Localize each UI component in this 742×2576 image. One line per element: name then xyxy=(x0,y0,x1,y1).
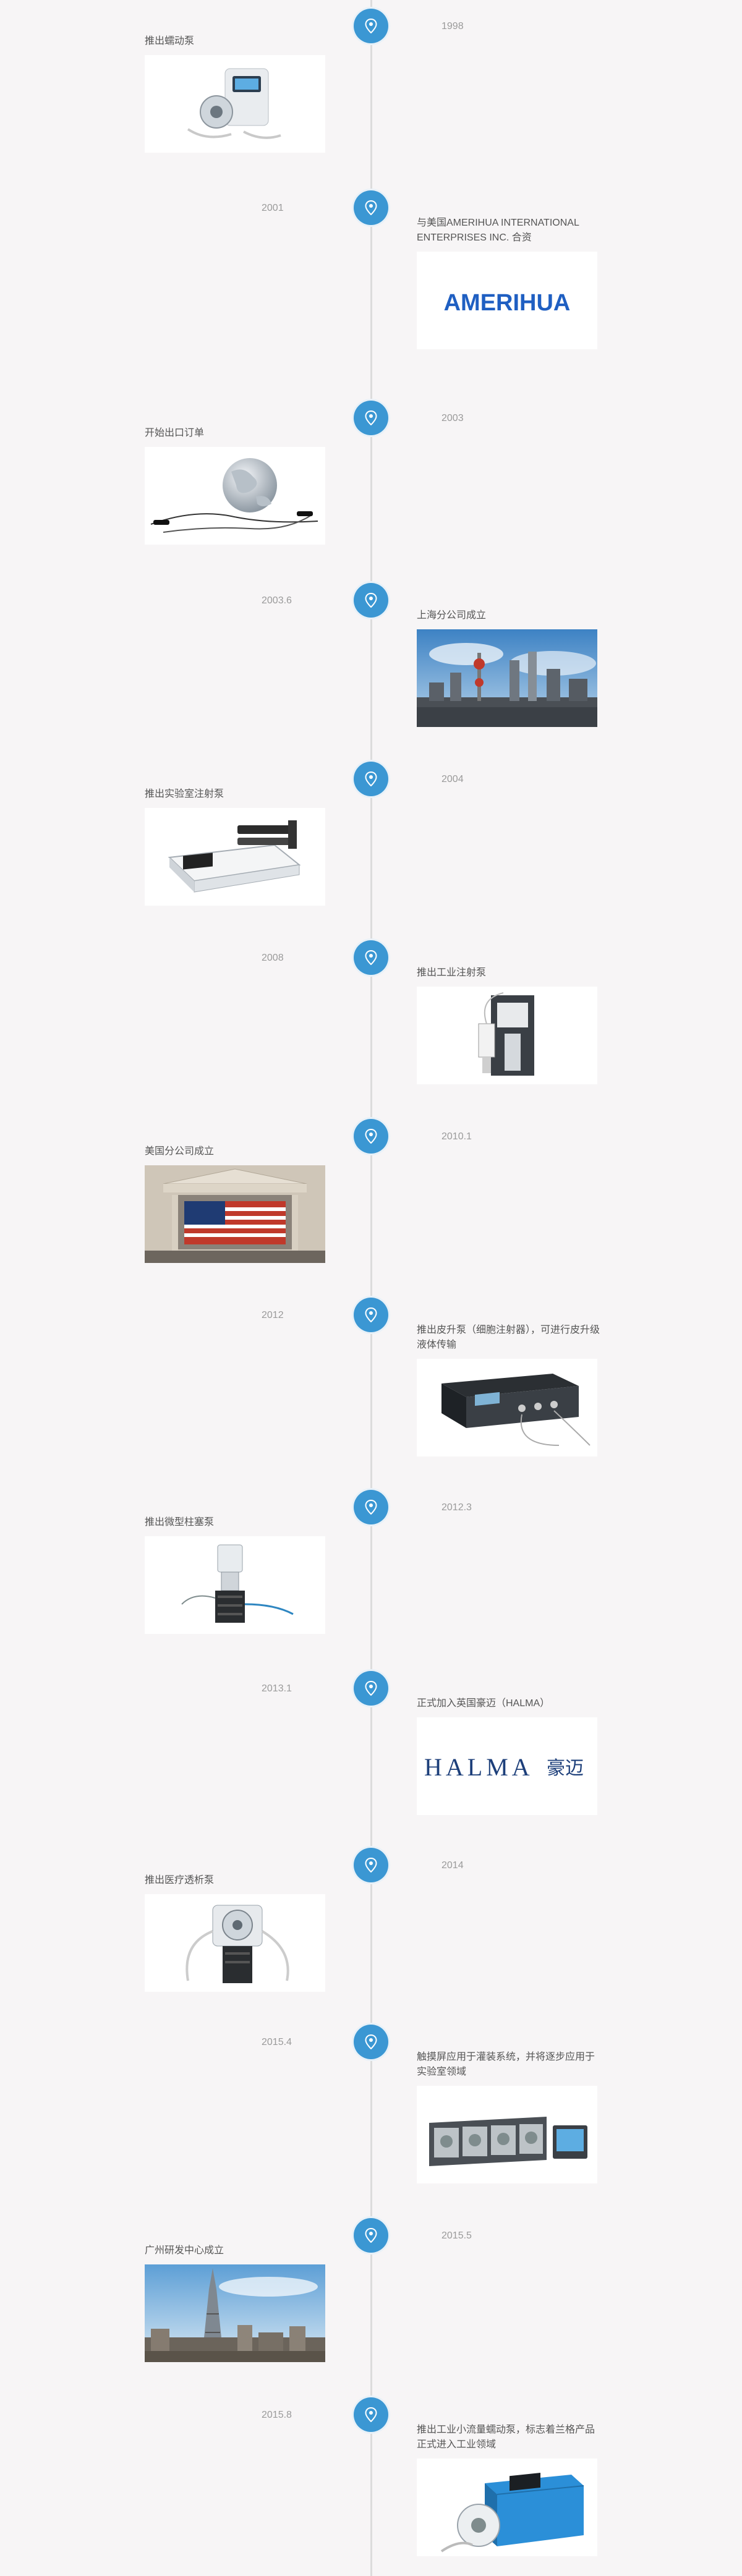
timeline-marker xyxy=(354,190,388,225)
event-year: 2004 xyxy=(441,774,464,784)
lab-syringe-pump-illustration xyxy=(145,808,325,906)
globe-illustration xyxy=(145,447,325,545)
event-description: 推出皮升泵（细胞注射器），可进行皮升级液体传输 xyxy=(417,1325,600,1350)
event-description: 正式加入英国豪迈（HALMA） xyxy=(417,1698,550,1709)
event-year: 2015.8 xyxy=(262,2410,292,2420)
event-image-dialysis-pump xyxy=(145,1894,325,1992)
timeline-marker xyxy=(354,2397,388,2432)
event-description: 广州研发中心成立 xyxy=(145,2245,224,2256)
location-pin-icon xyxy=(365,950,377,965)
event-description: 推出实验室注射泵 xyxy=(145,789,224,799)
industrial-peristaltic-pump-illustration xyxy=(417,2459,597,2556)
event-year: 2012.3 xyxy=(441,1502,472,1513)
location-pin-icon xyxy=(365,410,377,425)
peristaltic-pump-illustration xyxy=(145,55,325,153)
event-image-picoliter-pump xyxy=(417,1359,597,1456)
event-year: 2008 xyxy=(262,953,284,963)
event-image-industrial-syringe-pump xyxy=(417,987,597,1084)
amerihua-logo-image: AMERIHUA xyxy=(417,252,597,349)
location-pin-icon xyxy=(365,1858,377,1872)
timeline-marker xyxy=(354,1671,388,1706)
event-year: 2003 xyxy=(441,413,464,423)
event-description: 上海分公司成立 xyxy=(417,610,487,621)
event-image-globe xyxy=(145,447,325,545)
micro-plunger-pump-illustration xyxy=(145,1536,325,1634)
location-pin-icon xyxy=(365,200,377,215)
guangzhou-skyline-illustration xyxy=(145,2264,325,2362)
shanghai-skyline-illustration xyxy=(417,629,597,727)
timeline-marker xyxy=(354,583,388,618)
event-image-peristaltic-pump xyxy=(145,55,325,153)
nyse-building-illustration xyxy=(145,1165,325,1263)
event-image-shanghai-skyline xyxy=(417,629,597,727)
timeline-marker xyxy=(354,2025,388,2059)
event-image-filling-system xyxy=(417,2086,597,2183)
timeline-marker xyxy=(354,1119,388,1154)
event-year: 2003.6 xyxy=(262,595,292,606)
event-year: 2013.1 xyxy=(262,1683,292,1694)
event-description: 与美国AMERIHUA INTERNATIONAL ENTERPRISES IN… xyxy=(417,218,579,243)
event-year: 2015.5 xyxy=(441,2230,472,2241)
event-year: 2012 xyxy=(262,1310,284,1320)
location-pin-icon xyxy=(365,2407,377,2422)
event-description: 开始出口订单 xyxy=(145,428,205,438)
event-description: 推出工业注射泵 xyxy=(417,967,487,978)
event-image-halma-logo: HALMA 豪迈 xyxy=(417,1717,597,1815)
event-description: 推出蠕动泵 xyxy=(145,36,195,46)
halma-logo-image: HALMA 豪迈 xyxy=(417,1717,597,1815)
location-pin-icon xyxy=(365,1129,377,1144)
event-description: 推出医疗透析泵 xyxy=(145,1875,215,1885)
event-image-lab-syringe-pump xyxy=(145,808,325,906)
event-image-amerihua-logo: AMERIHUA xyxy=(417,252,597,349)
event-description: 推出工业小流量蠕动泵，标志着兰格产品正式进入工业领域 xyxy=(417,2425,595,2450)
location-pin-icon xyxy=(365,593,377,608)
filling-system-illustration xyxy=(417,2086,597,2183)
timeline-marker xyxy=(354,1298,388,1332)
event-year: 2015.4 xyxy=(262,2037,292,2047)
timeline-marker xyxy=(354,9,388,43)
location-pin-icon xyxy=(365,19,377,33)
event-year: 2014 xyxy=(441,1860,464,1871)
industrial-syringe-pump-illustration xyxy=(417,987,597,1084)
event-image-guangzhou-skyline xyxy=(145,2264,325,2362)
halma-logo-text-cn: 豪迈 xyxy=(547,1758,584,1779)
location-pin-icon xyxy=(365,2034,377,2049)
timeline-marker xyxy=(354,401,388,435)
timeline-line xyxy=(370,0,372,2576)
event-description: 触摸屏应用于灌装系统，并将逐步应用于实验室领域 xyxy=(417,2052,595,2077)
location-pin-icon xyxy=(365,772,377,786)
event-year: 2001 xyxy=(262,203,284,213)
timeline-marker xyxy=(354,1848,388,1882)
event-description: 推出微型柱塞泵 xyxy=(145,1517,215,1528)
event-year: 2010.1 xyxy=(441,1131,472,1142)
event-year: 1998 xyxy=(441,21,464,32)
event-image-nyse-building xyxy=(145,1165,325,1263)
location-pin-icon xyxy=(365,1681,377,1696)
timeline-marker xyxy=(354,1490,388,1524)
timeline-marker xyxy=(354,940,388,975)
event-description: 美国分公司成立 xyxy=(145,1146,215,1157)
dialysis-pump-illustration xyxy=(145,1894,325,1992)
event-image-industrial-peristaltic-pump xyxy=(417,2459,597,2556)
picoliter-pump-illustration xyxy=(417,1359,597,1456)
location-pin-icon xyxy=(365,1307,377,1322)
amerihua-logo-text: AMERIHUA xyxy=(444,290,571,316)
event-image-micro-plunger-pump xyxy=(145,1536,325,1634)
location-pin-icon xyxy=(365,1500,377,1515)
location-pin-icon xyxy=(365,2228,377,2243)
timeline-marker xyxy=(354,2218,388,2253)
halma-logo-text: HALMA xyxy=(424,1753,534,1781)
timeline-marker xyxy=(354,762,388,796)
